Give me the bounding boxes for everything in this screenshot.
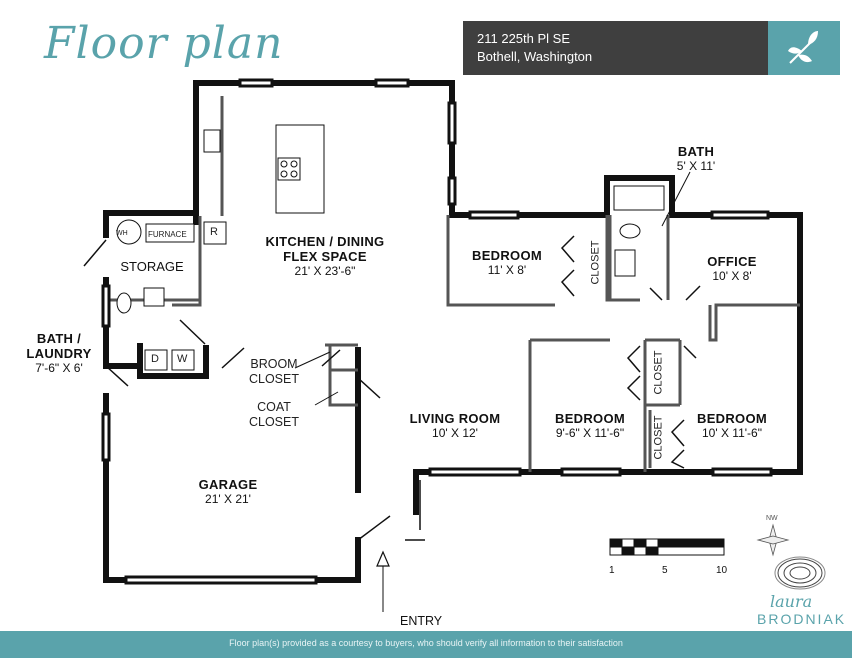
dryer-label: D bbox=[151, 353, 159, 365]
entry-label: ENTRY bbox=[400, 614, 443, 628]
page-title: Floor plan bbox=[44, 18, 284, 69]
compass-label: NW bbox=[766, 515, 778, 522]
cooktop bbox=[277, 157, 301, 181]
address-line1: 211 225th Pl SE bbox=[477, 31, 570, 46]
scale-label-1: 1 bbox=[609, 565, 615, 576]
bathtub bbox=[613, 185, 665, 211]
furnace-label: FURNACE bbox=[148, 230, 187, 239]
closet-label-bedroom1: CLOSET bbox=[589, 240, 602, 285]
scale-label-5: 5 bbox=[662, 565, 668, 576]
door-swings bbox=[83, 235, 701, 541]
closet-label-bedroom3: CLOSET bbox=[652, 415, 665, 460]
washer bbox=[171, 349, 195, 371]
laundry-sink bbox=[143, 287, 165, 307]
address-line2: Bothell, Washington bbox=[477, 49, 593, 64]
nest-logo-icon bbox=[774, 556, 826, 590]
brand-badge bbox=[768, 21, 840, 75]
water-heater bbox=[116, 219, 142, 245]
footer-disclaimer: Floor plan(s) provided as a courtesy to … bbox=[229, 638, 623, 648]
bath-pointer bbox=[661, 171, 691, 227]
toilet-laundry bbox=[116, 292, 132, 314]
refrigerator bbox=[203, 221, 227, 245]
furnace bbox=[145, 223, 195, 243]
kitchen-sink bbox=[203, 129, 221, 153]
room-label-bath-laundry: BATH /LAUNDRY 7'-6" X 6' bbox=[26, 331, 92, 375]
bath-sink bbox=[614, 249, 636, 277]
broom-pointer bbox=[294, 351, 331, 369]
footer-bar: Floor plan(s) provided as a courtesy to … bbox=[0, 631, 852, 658]
leaf-icon bbox=[788, 31, 818, 64]
dryer bbox=[144, 349, 168, 371]
compass-icon bbox=[756, 523, 790, 557]
scale-bar bbox=[609, 538, 725, 556]
address-box: 211 225th Pl SE Bothell, Washington bbox=[463, 21, 768, 75]
brand-name-line2: BRODNIAK bbox=[757, 611, 847, 627]
windows bbox=[101, 78, 773, 585]
closet-label-bedroom2: CLOSET bbox=[652, 350, 665, 395]
refrigerator-label: R bbox=[210, 226, 218, 238]
fixtures bbox=[116, 124, 665, 371]
brand-name-line1: laura bbox=[770, 592, 813, 611]
entry-arrow bbox=[376, 550, 390, 567]
toilet-bath bbox=[619, 223, 641, 239]
wh-label: WH bbox=[116, 230, 128, 237]
room-label-storage: STORAGE bbox=[120, 259, 184, 274]
scale-label-10: 10 bbox=[716, 565, 728, 576]
washer-label: W bbox=[177, 353, 188, 365]
coat-pointer bbox=[314, 391, 339, 406]
